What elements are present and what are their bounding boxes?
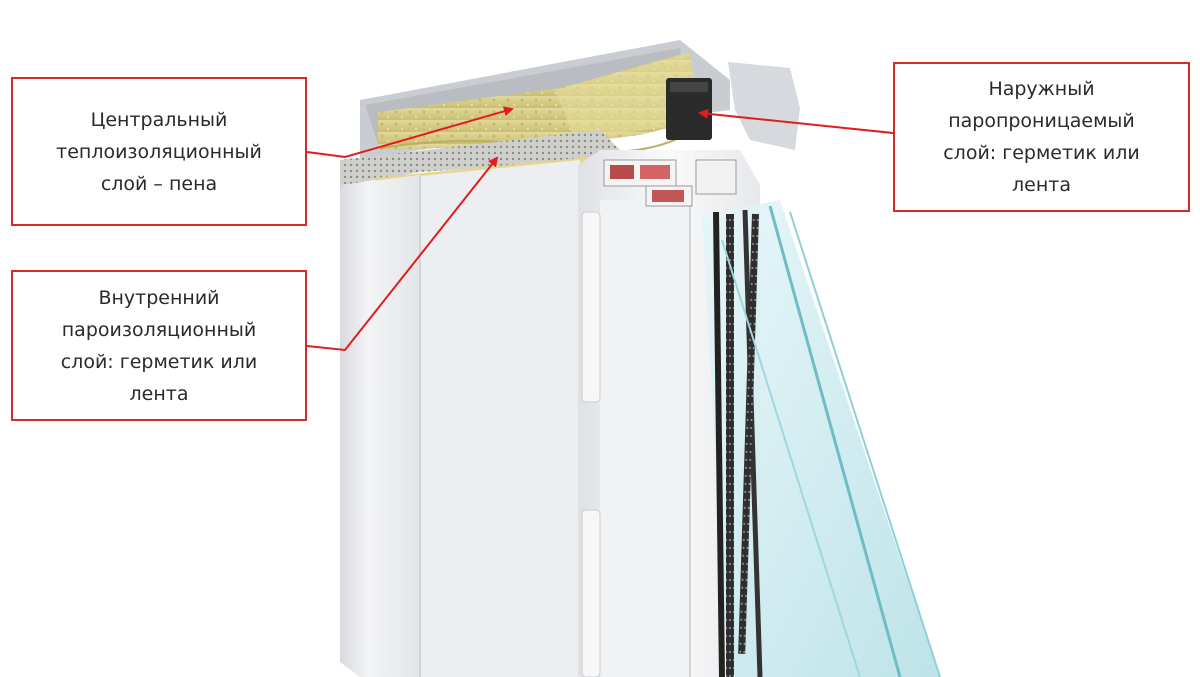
callout-line: пароизоляционный [61,318,257,341]
callout-line: слой: герметик или [943,142,1140,164]
hinge [581,211,601,403]
wall-slope [340,160,580,677]
arrow-central-foam [306,106,514,159]
callout-line: теплоизоляционный [56,140,262,163]
hinge-lower [581,509,601,677]
arrow-inner-seal [306,156,499,352]
callout-line: паропроницаемый [948,110,1135,132]
callout-line: лента [1012,174,1071,196]
callout-line: слой: герметик или [60,350,258,373]
callout-outer-vapor-permeable: Наружный паропроницаемый слой: герметик … [893,62,1190,212]
callout-line: Внутренний [98,286,220,309]
foam-insulation-block [378,52,701,153]
callout-line: слой – пена [100,172,218,195]
callout-inner-vapor-barrier: Внутренний пароизоляционный слой: гермет… [11,270,307,421]
callout-inner-text: Внутренний пароизоляционный слой: гермет… [61,282,258,410]
callout-central-insulation: Центральный теплоизоляционный слой – пен… [11,77,307,226]
callout-line: лента [129,382,189,405]
annotation-arrows [306,106,894,352]
arrow-outer-seal [698,108,894,134]
callout-central-text: Центральный теплоизоляционный слой – пен… [56,104,262,200]
glazing-unit [702,200,941,677]
outer-seal-tape [666,78,712,140]
callout-line: Наружный [988,78,1095,100]
callout-outer-text: Наружный паропроницаемый слой: герметик … [943,73,1140,201]
callout-line: Центральный [90,108,228,131]
